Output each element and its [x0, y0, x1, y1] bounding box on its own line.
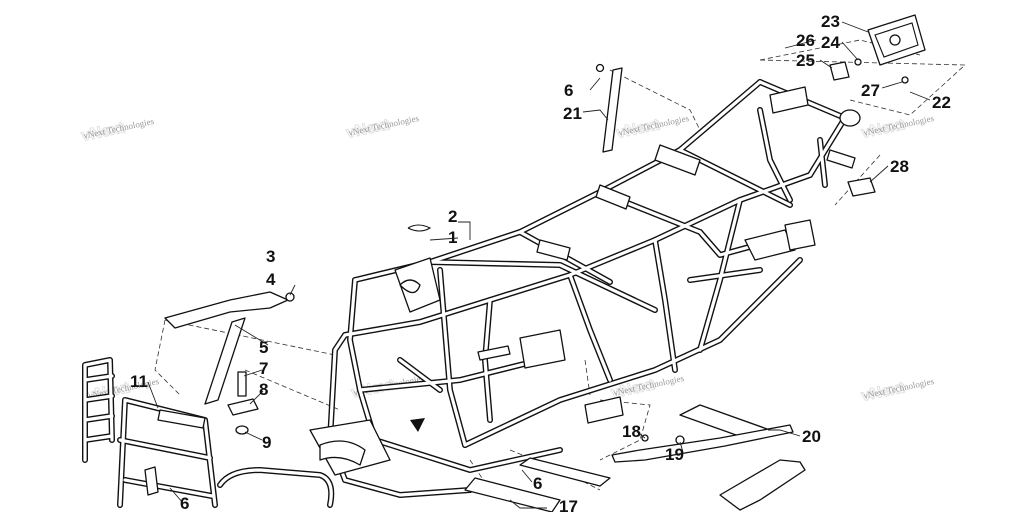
watermarks: vNext vNext Technologies vNext vNext Tec… [79, 113, 935, 406]
callout-27: 27 [861, 81, 880, 100]
callout-11: 11 [130, 372, 148, 391]
callout-8: 8 [259, 380, 268, 399]
front-rack [82, 357, 335, 508]
main-frame [309, 79, 861, 498]
watermark-8: vNext vNext Technologies [859, 376, 935, 406]
watermark-2: vNext vNext Technologies [344, 113, 420, 143]
callout-6: 6 [180, 494, 189, 512]
taillight-assembly [829, 14, 926, 84]
leader-lines [147, 21, 931, 509]
watermark-4: vNext vNext Technologies [859, 113, 935, 143]
callout-4: 4 [266, 270, 276, 289]
callout-6: 6 [533, 474, 542, 493]
callout-25: 25 [796, 51, 815, 70]
callouts: 1 2 3 4 5 6 6 6 7 8 9 11 17 18 19 20 21 … [130, 12, 951, 512]
watermark-1: vNext vNext Technologies [79, 116, 155, 146]
callout-2: 2 [448, 207, 457, 226]
decal [847, 177, 876, 197]
callout-21: 21 [563, 104, 582, 123]
watermark-3: vNext vNext Technologies [614, 113, 690, 143]
callout-24: 24 [821, 33, 840, 52]
callout-7: 7 [259, 359, 268, 378]
vertical-strap [595, 63, 623, 153]
callout-9: 9 [262, 433, 271, 452]
front-bracket-parts [164, 291, 295, 405]
callout-3: 3 [266, 247, 275, 266]
callout-5: 5 [259, 338, 268, 357]
callout-23: 23 [821, 12, 840, 31]
callout-22: 22 [932, 93, 951, 112]
callout-19: 19 [665, 445, 684, 464]
callout-28: 28 [890, 157, 909, 176]
callout-1: 1 [448, 228, 457, 247]
clip-part [407, 224, 432, 232]
bolt-bracket-parts [227, 371, 259, 435]
callout-20: 20 [802, 427, 821, 446]
callout-26: 26 [796, 31, 815, 50]
callout-6: 6 [564, 81, 573, 100]
skid-plates [464, 457, 611, 512]
footrest-bracket [611, 404, 806, 511]
callout-18: 18 [622, 422, 641, 441]
callout-17: 17 [559, 497, 578, 512]
